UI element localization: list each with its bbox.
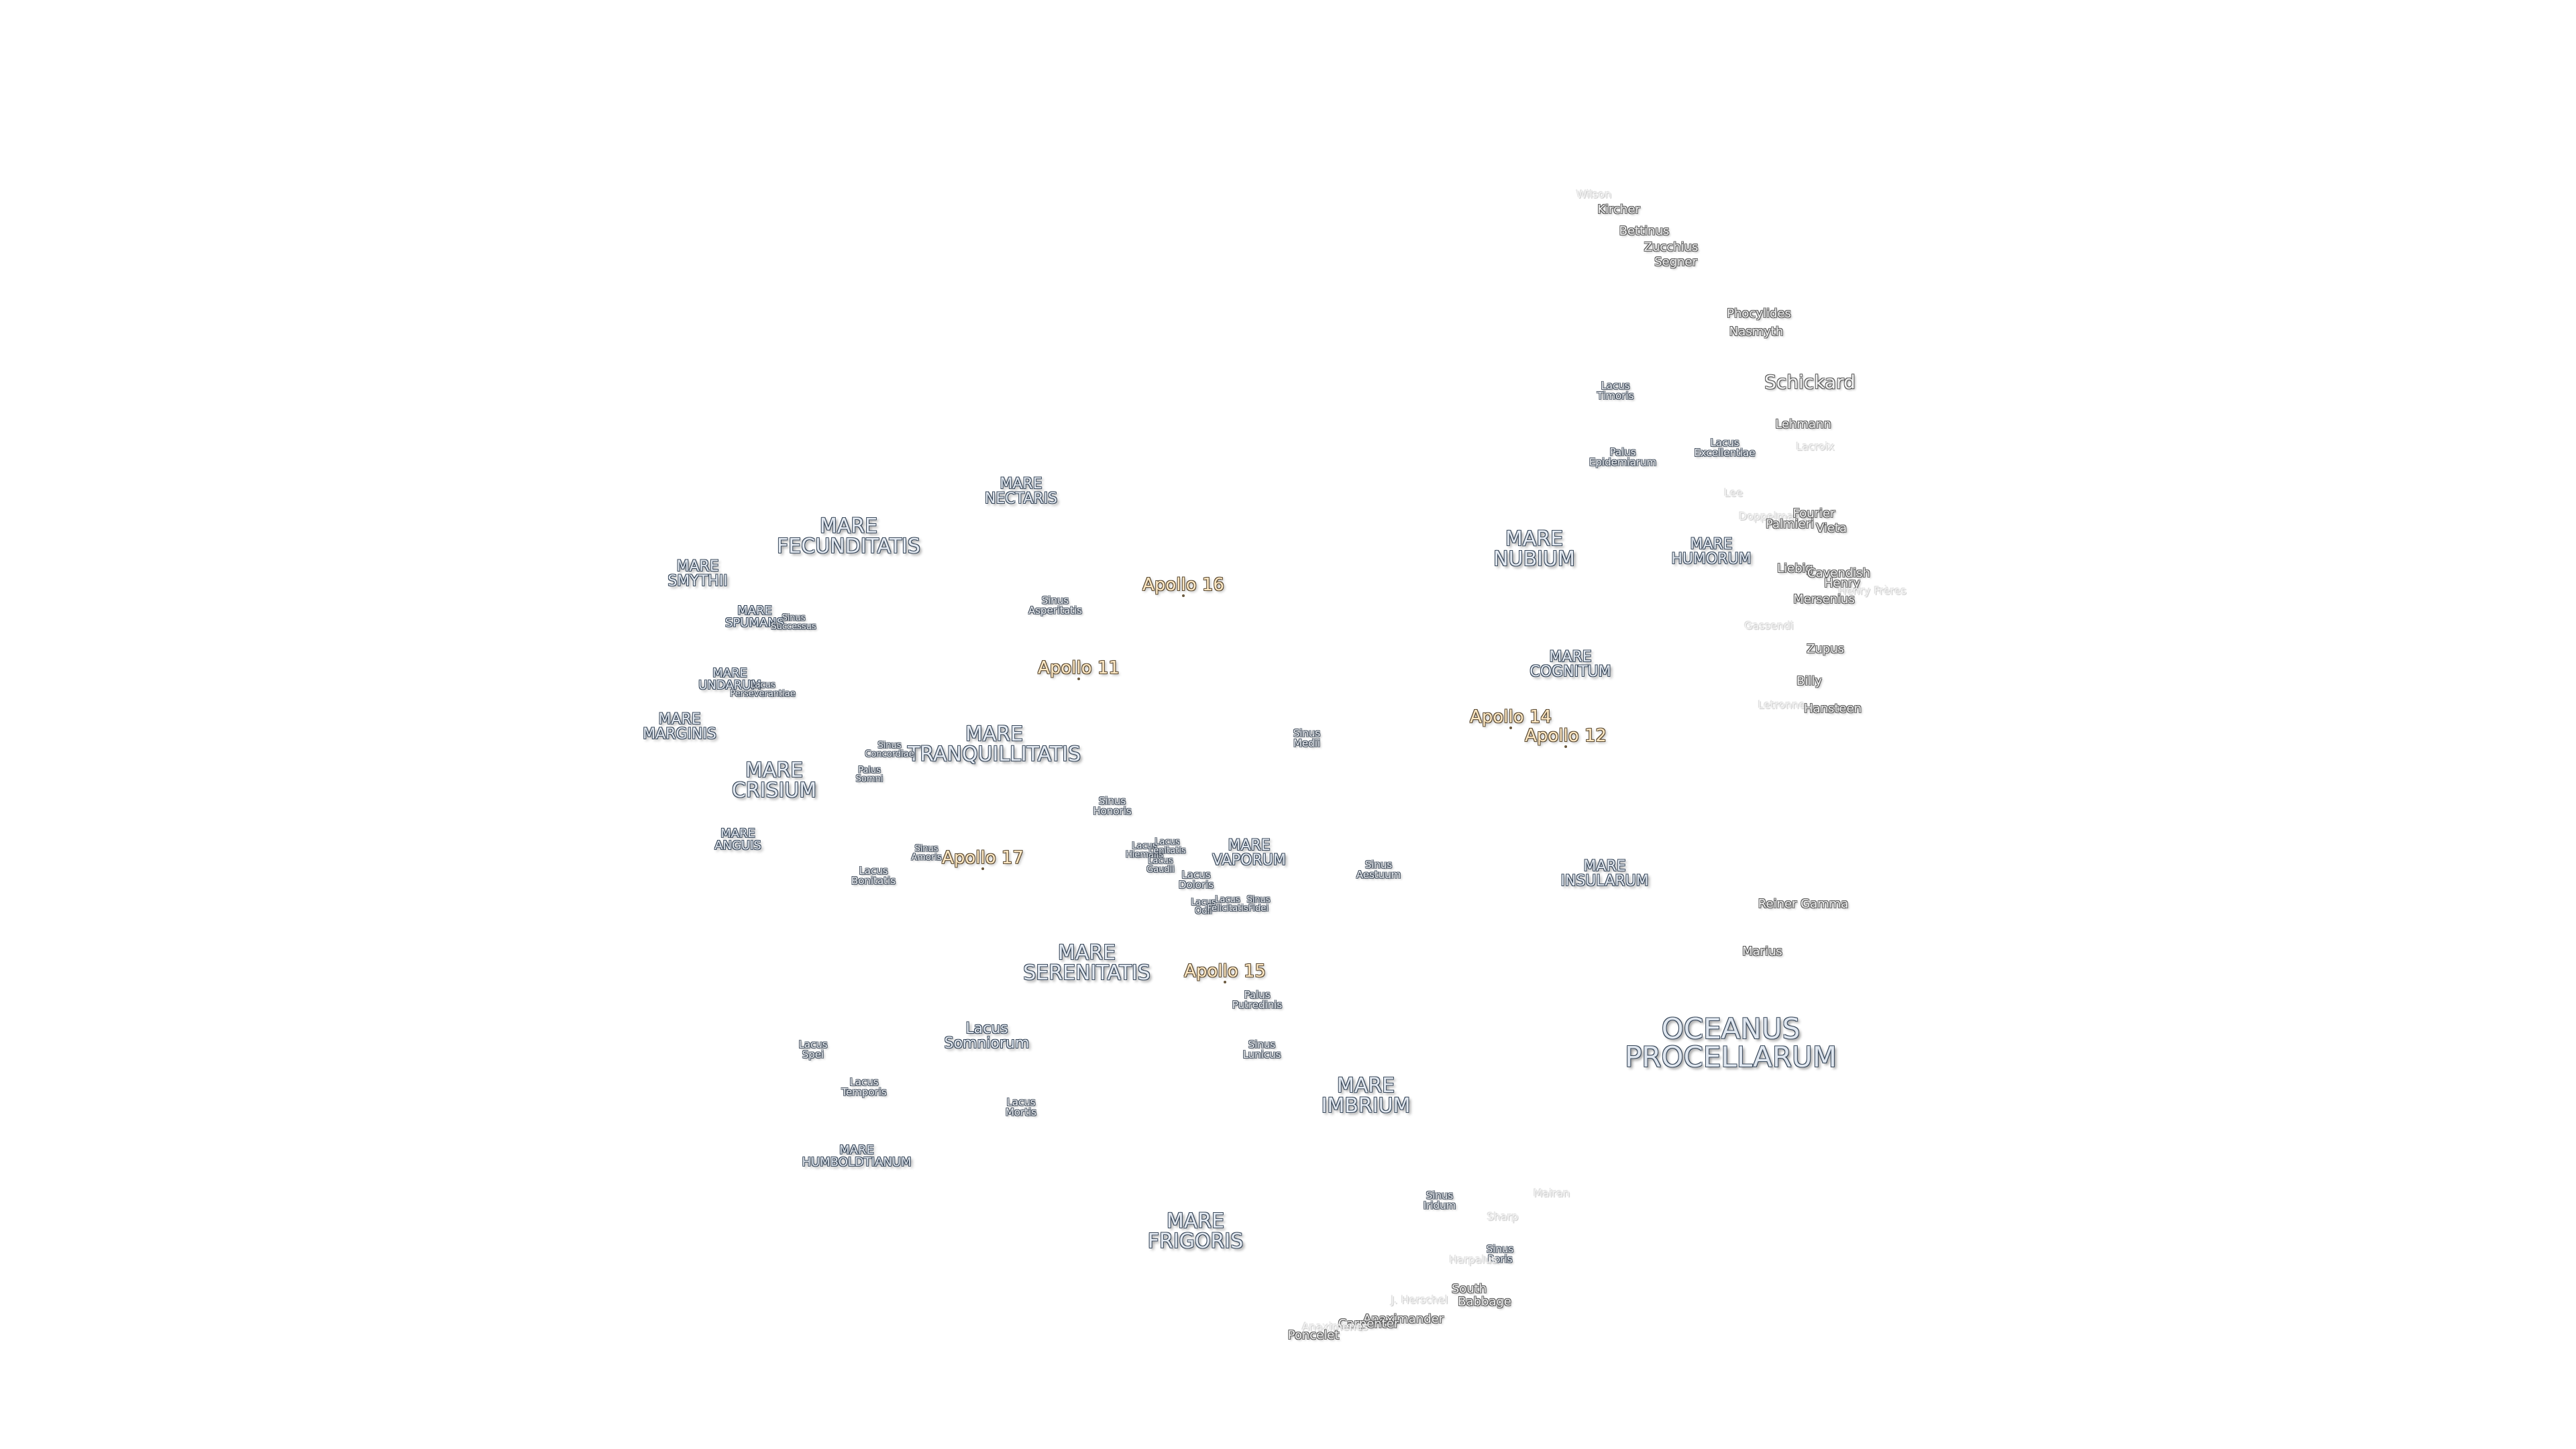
label-south: South bbox=[1451, 1282, 1487, 1296]
label-mersenius: Mersenius bbox=[1793, 592, 1855, 606]
label-harpalus: Harpalus bbox=[1449, 1253, 1497, 1266]
label-zucchius: Zucchius bbox=[1644, 240, 1699, 254]
label-mare-humboldtianum: MARE HUMBOLDTIANUM bbox=[802, 1143, 912, 1169]
label-sinus-asperitatis: Sinus Asperitatis bbox=[1028, 594, 1083, 616]
label-sinus-amoris: Sinus Amoris bbox=[911, 844, 942, 863]
label-henry: Henry bbox=[1823, 576, 1861, 590]
label-reiner-gamma: Reiner Gamma bbox=[1758, 897, 1849, 911]
label-mare-crisium: MARE CRISIUM bbox=[731, 759, 817, 802]
label-mare-insularum: MARE INSULARUM bbox=[1560, 858, 1649, 890]
label-sinus-medii: Sinus Medii bbox=[1293, 727, 1321, 749]
label-j-herschel: J. Herschel bbox=[1391, 1293, 1448, 1306]
label-lacus-felicitatis: Lacus Felicitatis bbox=[1207, 895, 1248, 914]
label-carpenter: Carpenter bbox=[1338, 1317, 1399, 1331]
label-anaximander: Anaximander bbox=[1362, 1312, 1444, 1326]
landing-site-marker bbox=[1224, 981, 1226, 983]
label-mare-nubium: MARE NUBIUM bbox=[1493, 527, 1575, 571]
label-nasmyth: Nasmyth bbox=[1729, 325, 1784, 339]
label-lacus-odii: Lacus Odii bbox=[1191, 898, 1216, 916]
label-lacus-temporis: Lacus Temporis bbox=[841, 1076, 887, 1098]
label-schickard: Schickard bbox=[1764, 371, 1856, 393]
label-sinus-aestuum: Sinus Aestuum bbox=[1356, 859, 1401, 881]
label-apollo-12: Apollo 12 bbox=[1525, 727, 1607, 748]
label-phocylides: Phocylides bbox=[1727, 307, 1791, 321]
label-apollo-14: Apollo 14 bbox=[1470, 708, 1552, 729]
label-sinus-honoris: Sinus Honoris bbox=[1093, 795, 1132, 817]
label-apollo-17: Apollo 17 bbox=[942, 849, 1024, 870]
label-sinus-lunicus: Sinus Lunicus bbox=[1242, 1038, 1281, 1061]
label-mare-tranquillitatis: MARE TRANQUILLITATIS bbox=[907, 722, 1081, 766]
label-fourier: Fourier bbox=[1792, 506, 1835, 521]
label-lacus-doloris: Lacus Doloris bbox=[1178, 869, 1214, 891]
label-lacus-gaudii: Lacus Gaudii bbox=[1146, 856, 1175, 875]
label-palus-putredinis: Palus Putredinis bbox=[1232, 989, 1283, 1011]
label-kircher: Kircher bbox=[1597, 203, 1640, 217]
label-bettinus: Bettinus bbox=[1619, 224, 1670, 238]
label-mare-serenitatis: MARE SERENITATIS bbox=[1023, 941, 1150, 985]
label-doppelmayer: Doppelmayer bbox=[1739, 510, 1811, 523]
label-lee: Lee bbox=[1723, 486, 1743, 499]
label-lacus-perseverantiae: Lacus Perseverantiae bbox=[730, 680, 796, 699]
landing-site-marker bbox=[1182, 594, 1185, 597]
label-henry-freres: Henry Frères bbox=[1838, 584, 1907, 597]
landing-site-marker bbox=[1564, 745, 1567, 748]
label-mare-undarum: MARE UNDARUM bbox=[698, 666, 761, 692]
label-mairan: Mairan bbox=[1533, 1187, 1570, 1199]
label-lacus-timoris: Lacus Timoris bbox=[1597, 380, 1634, 402]
landing-site-marker bbox=[1077, 678, 1080, 680]
label-lacus-excellentiae: Lacus Excellentiae bbox=[1694, 437, 1756, 459]
label-oceanus-procellarum: OCEANUS PROCELLARUM bbox=[1624, 1012, 1837, 1073]
label-poncelet: Poncelet bbox=[1287, 1328, 1340, 1342]
label-mare-nectaris: MARE NECTARIS bbox=[984, 476, 1058, 507]
label-sinus-successus: Sinus Successus bbox=[771, 613, 816, 632]
label-sinus-fidei: Sinus Fidei bbox=[1246, 895, 1271, 914]
label-sinus-iridum: Sinus Iridum bbox=[1423, 1189, 1456, 1212]
label-mare-spumans: MARE SPUMANS bbox=[724, 604, 785, 630]
label-mare-smythii: MARE SMYTHII bbox=[667, 558, 728, 590]
label-babbage: Babbage bbox=[1458, 1295, 1511, 1309]
label-anaximenes: Anaximenes bbox=[1301, 1320, 1368, 1333]
label-palus-somni: Palus Somni bbox=[855, 765, 883, 784]
label-mare-cognitum: MARE COGNITUM bbox=[1529, 649, 1611, 680]
label-apollo-16: Apollo 16 bbox=[1142, 576, 1224, 597]
label-mare-anguis: MARE ANGUIS bbox=[714, 826, 761, 853]
label-hansteen: Hansteen bbox=[1804, 702, 1862, 716]
label-mare-humorum: MARE HUMORUM bbox=[1671, 536, 1752, 568]
label-sharp: Sharp bbox=[1487, 1210, 1519, 1223]
label-wilson: Wilson bbox=[1576, 188, 1612, 201]
label-lehmann: Lehmann bbox=[1775, 417, 1831, 431]
label-palus-epidemiarum: Palus Epidemiarum bbox=[1589, 446, 1657, 468]
label-mare-imbrium: MARE IMBRIUM bbox=[1321, 1074, 1411, 1118]
label-apollo-11: Apollo 11 bbox=[1038, 659, 1120, 680]
label-lacus-bonitatis: Lacus Bonitatis bbox=[851, 865, 896, 887]
label-cavendish: Cavendish bbox=[1807, 566, 1870, 580]
label-lacus-somniorum: Lacus Somniorum bbox=[944, 1020, 1030, 1052]
label-zupus: Zupus bbox=[1807, 642, 1844, 656]
label-lacroix: Lacroix bbox=[1796, 440, 1835, 453]
label-mare-frigoris: MARE FRIGORIS bbox=[1147, 1210, 1244, 1253]
label-letronne: Letronne bbox=[1758, 698, 1806, 711]
label-lacus-lenitatis: Lacus Lenitatis bbox=[1148, 837, 1186, 856]
landing-site-marker bbox=[981, 867, 984, 870]
label-mare-fecunditatis: MARE FECUNDITATIS bbox=[777, 515, 920, 558]
label-segner: Segner bbox=[1654, 255, 1697, 269]
label-palmieri: Palmieri bbox=[1765, 517, 1815, 531]
label-mare-vaporum: MARE VAPORUM bbox=[1212, 837, 1286, 869]
label-lacus-hiemalis: Lacus Hiemalis bbox=[1125, 841, 1164, 860]
label-gassendi: Gassendi bbox=[1744, 619, 1794, 632]
label-marius: Marius bbox=[1742, 945, 1782, 959]
label-mare-marginis: MARE MARGINIS bbox=[643, 711, 716, 743]
label-liebig: Liebig bbox=[1777, 561, 1813, 576]
label-lacus-spei: Lacus Spei bbox=[798, 1038, 828, 1061]
label-sinus-concordiae: Sinus Concordiae bbox=[865, 741, 914, 759]
label-lacus-mortis: Lacus Mortis bbox=[1005, 1096, 1037, 1118]
label-apollo-15: Apollo 15 bbox=[1184, 963, 1266, 983]
label-billy: Billy bbox=[1796, 674, 1823, 688]
landing-site-marker bbox=[1509, 727, 1512, 729]
label-sinus-roris: Sinus Roris bbox=[1486, 1243, 1514, 1265]
label-vieta: Vieta bbox=[1815, 521, 1847, 535]
